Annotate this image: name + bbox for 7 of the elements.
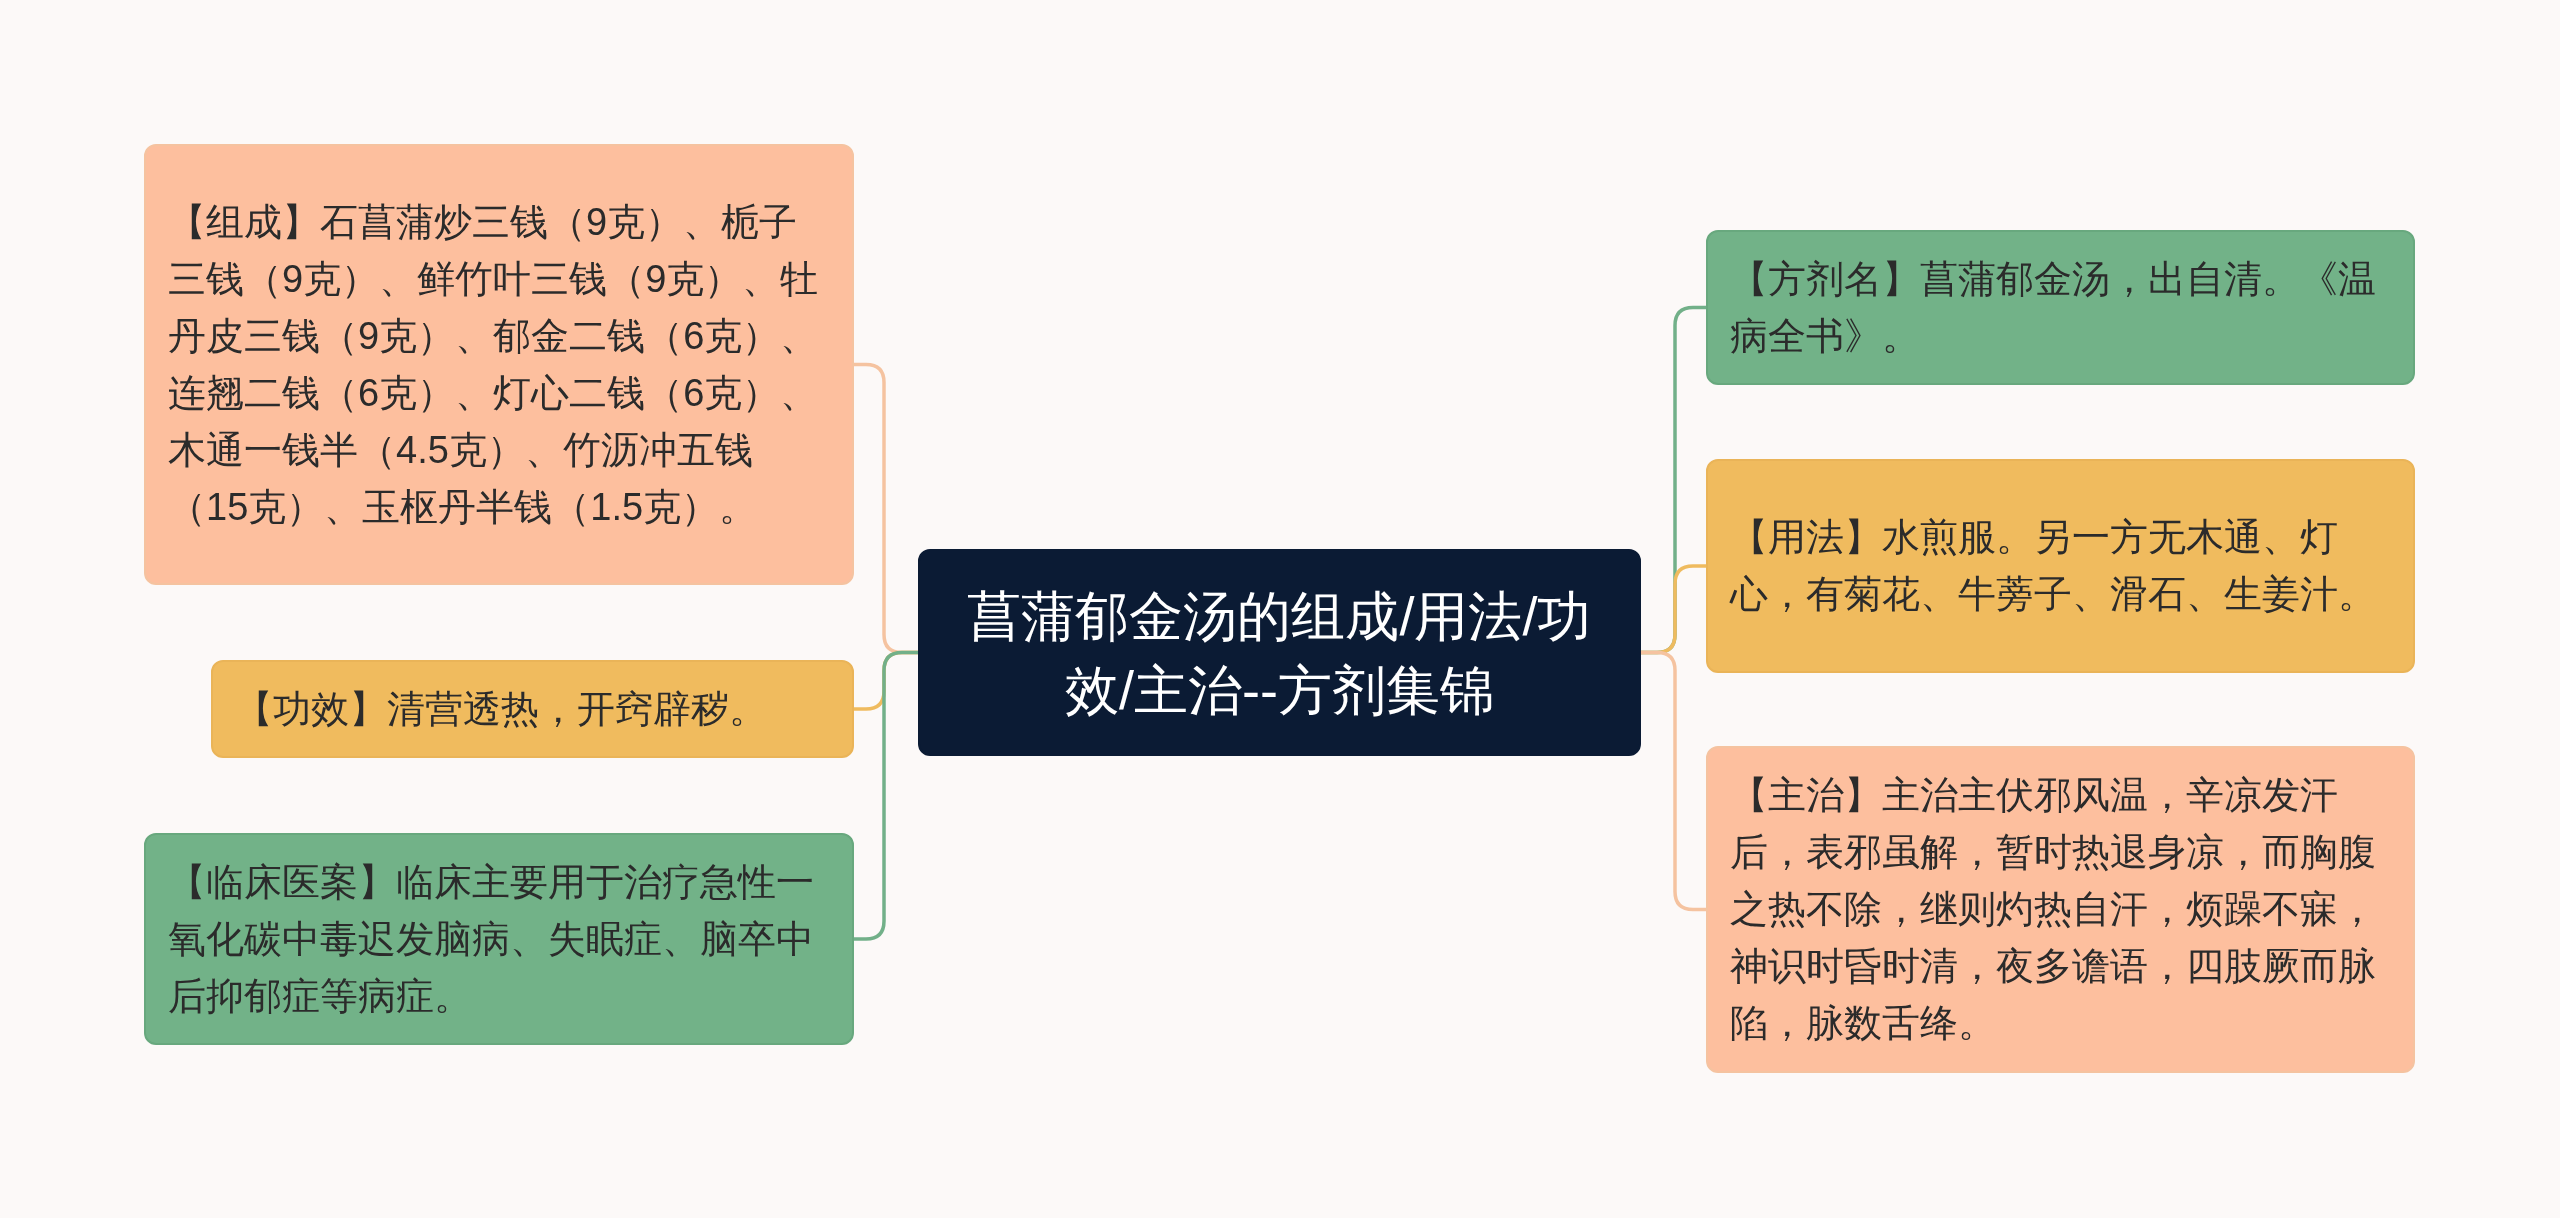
branch-box: 【主治】主治主伏邪风温，辛凉发汗后，表邪虽解，暂时热退身凉，而胸腹之热不除，继则灼热自汗，烦躁不寐，神识时昏时清，夜多谵语，四肢厥而脉陷，脉数舌绛。 (1706, 746, 2415, 1073)
branch-box: 【临床医案】临床主要用于治疗急性一氧化碳中毒迟发脑病、失眠症、脑卒中后抑郁症等病症。 (144, 833, 854, 1045)
topic-box: 菖蒲郁金汤的组成/用法/功效/主治--方剂集锦 (918, 549, 1641, 756)
branch-box: 【用法】水煎服。另一方无木通、灯心，有菊花、牛蒡子、滑石、生姜汁。 (1706, 459, 2415, 673)
branch-box: 【功效】清营透热，开窍辟秽。 (211, 660, 854, 758)
branch-box: 【方剂名】菖蒲郁金汤，出自清。《温病全书》。 (1706, 230, 2415, 385)
branch-box: 【组成】石菖蒲炒三钱（9克）、栀子三钱（9克）、鲜竹叶三钱（9克）、牡丹皮三钱（9克）、郁金二钱（6克）、连翘二钱（6克）、灯心二钱（6克）、木通一钱半（4.5克）、竹沥冲五钱（15克）、玉枢丹半钱（1.5克）。 (144, 144, 854, 585)
